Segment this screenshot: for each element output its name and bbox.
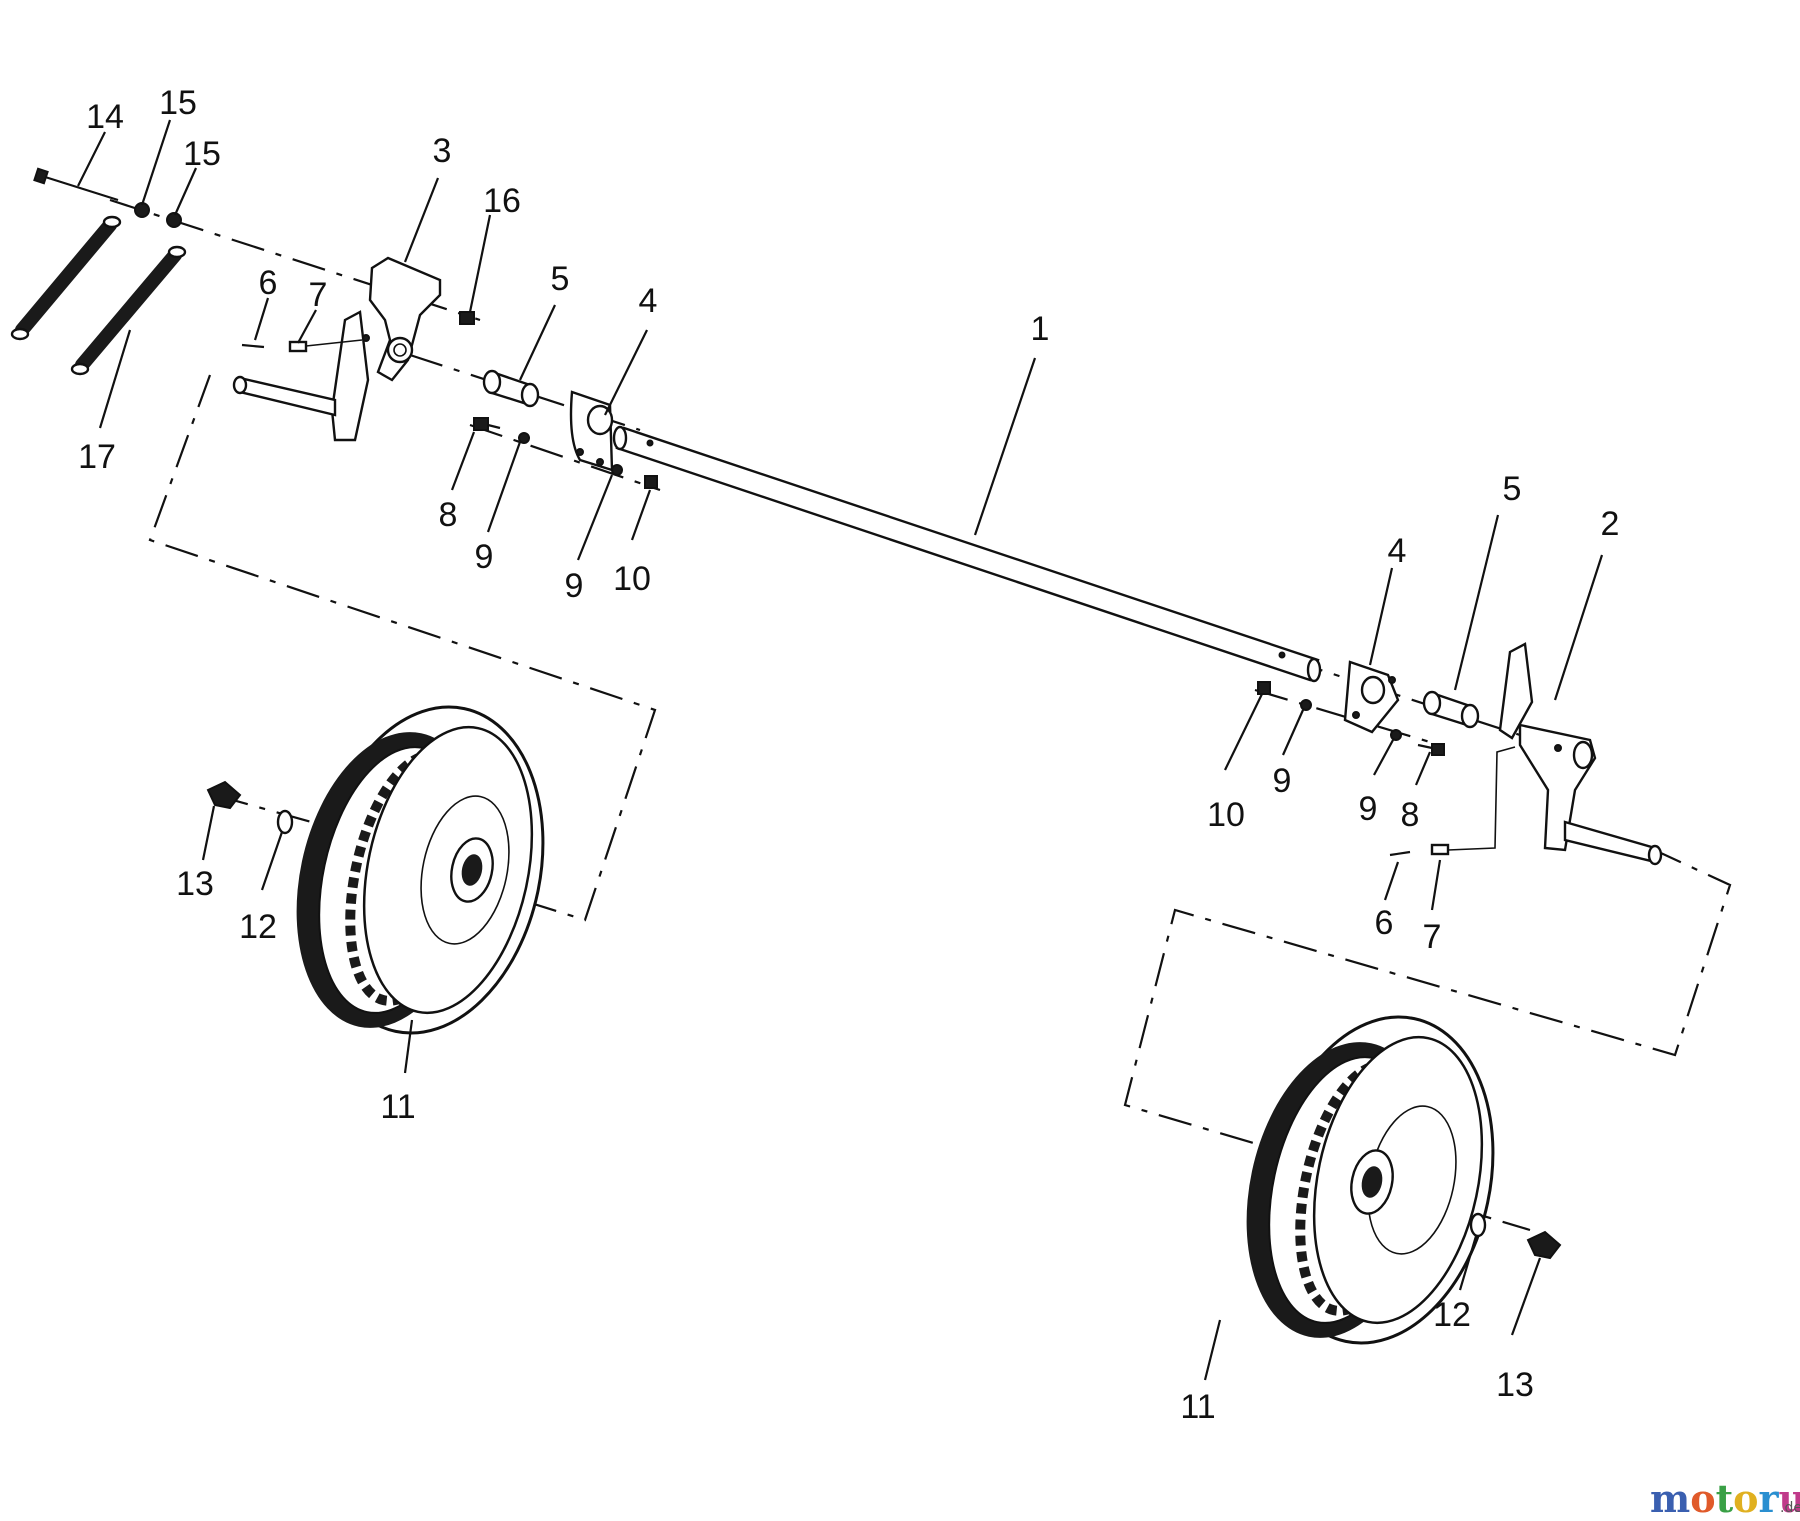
callout-5-left: 5 — [551, 260, 570, 298]
callout-9-right-b: 9 — [1359, 790, 1378, 828]
shaft-part-1 — [612, 425, 1322, 683]
clip-part-12-13-left — [206, 780, 294, 835]
pin-part-6-7-right — [1389, 746, 1516, 857]
callout-1: 1 — [1031, 310, 1050, 348]
bushing-part-5-right — [1422, 690, 1480, 729]
callout-9-right-a: 9 — [1273, 762, 1292, 800]
bracket-part-2 — [1498, 642, 1663, 866]
bracket-part-3 — [330, 256, 442, 442]
callout-17: 17 — [78, 438, 116, 476]
callout-13-right: 13 — [1496, 1366, 1534, 1404]
callout-16: 16 — [483, 182, 521, 220]
logo-suffix: .de — [1780, 1500, 1800, 1516]
hardware-part-8-9-10-right — [1257, 681, 1445, 756]
callout-5-right: 5 — [1503, 470, 1522, 508]
leader-lines — [77, 119, 1604, 1381]
callout-14: 14 — [86, 98, 124, 136]
callout-6-right: 6 — [1375, 904, 1394, 942]
wheel-part-11-right — [1246, 1015, 1495, 1345]
callout-4-right: 4 — [1388, 532, 1407, 570]
callout-8-left: 8 — [439, 496, 458, 534]
callout-9-left-b: 9 — [565, 567, 584, 605]
callout-15-a: 15 — [159, 84, 197, 122]
callout-6-left: 6 — [259, 264, 278, 302]
callout-11-right: 11 — [1180, 1388, 1215, 1426]
plate-part-4-right — [1343, 660, 1400, 734]
callout-12-right: 12 — [1433, 1296, 1471, 1334]
nut-part-15 — [134, 202, 182, 228]
callout-9-left-a: 9 — [475, 538, 494, 576]
callout-4-left: 4 — [639, 282, 658, 320]
svg-text:motoruf: motoruf — [1650, 1476, 1800, 1521]
spring-part-17 — [10, 215, 187, 376]
callout-labels: 1 2 3 4 4 5 5 6 6 7 7 8 8 9 9 9 9 10 10 … — [78, 84, 1619, 1426]
nut-part-16 — [459, 311, 475, 325]
hardware-part-8-9-10-left — [473, 417, 658, 489]
callout-13-left: 13 — [176, 865, 214, 903]
callout-2: 2 — [1601, 505, 1620, 543]
bushing-part-5-left — [482, 369, 540, 408]
axle-stub-left — [232, 375, 337, 417]
callout-10-left: 10 — [613, 560, 651, 598]
clip-part-12-13-right — [1469, 1212, 1562, 1260]
callout-3: 3 — [433, 132, 452, 170]
callout-15-b: 15 — [183, 135, 221, 173]
bolt-part-14 — [33, 167, 119, 202]
callout-7-left: 7 — [309, 276, 328, 314]
callout-11-left: 11 — [380, 1088, 415, 1126]
callout-12-left: 12 — [239, 908, 277, 946]
callout-10-right: 10 — [1207, 796, 1245, 834]
plate-part-4-left — [569, 390, 614, 472]
motoruf-logo: motoruf .de — [1650, 1476, 1800, 1521]
wheel-part-11-left — [296, 705, 545, 1035]
callout-7-right: 7 — [1423, 918, 1442, 956]
callout-8-right: 8 — [1401, 796, 1420, 834]
